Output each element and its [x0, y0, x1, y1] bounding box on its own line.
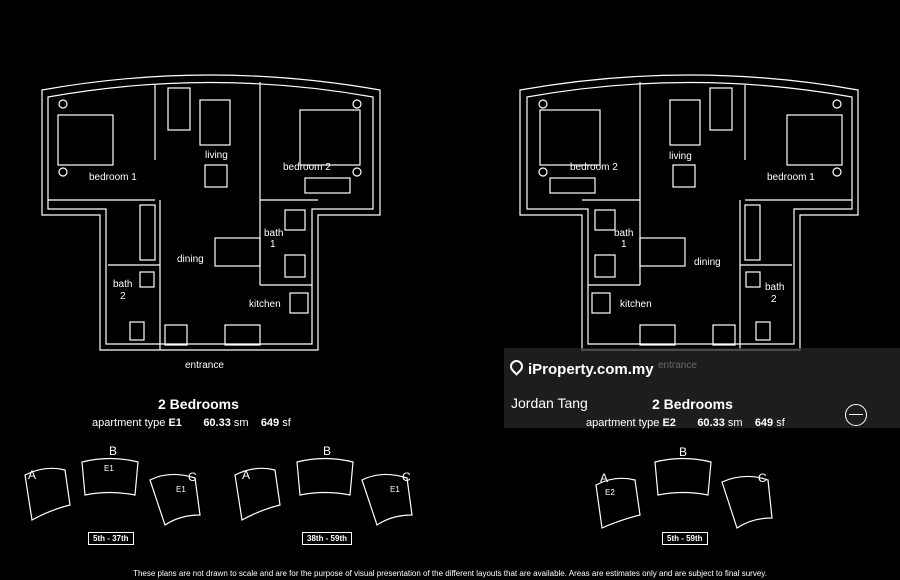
- unit-tag: E1: [390, 485, 400, 494]
- left-type-prefix: apartment type: [92, 417, 166, 429]
- right-sm-unit: sm: [727, 417, 743, 429]
- left-label-bedroom-2: bedroom 2: [283, 162, 331, 173]
- unit-tag: E1: [176, 485, 186, 494]
- wing-label: A: [600, 471, 608, 485]
- left-plan-outline: [41, 74, 381, 351]
- location-pin-icon: [507, 357, 526, 376]
- right-label-bath-2-b: 2: [771, 294, 777, 305]
- left-sm-value: 60.33: [203, 417, 231, 429]
- right-sf-unit: sf: [776, 417, 785, 429]
- wing-label: C: [758, 471, 767, 485]
- right-label-kitchen: kitchen: [620, 299, 652, 310]
- left-label-entrance: entrance: [185, 360, 224, 371]
- left-label-kitchen: kitchen: [249, 299, 281, 310]
- right-label-bedroom-2: bedroom 2: [570, 162, 618, 173]
- wing-label: C: [402, 470, 411, 484]
- left-sf-unit: sf: [282, 417, 291, 429]
- watermark-overlay: [504, 348, 900, 428]
- iproperty-logo: iProperty.com.my: [507, 357, 654, 378]
- right-plan-outline: [519, 74, 859, 351]
- left-plan-spec: apartment type E1 60.33 sm 649 sf: [92, 417, 291, 429]
- wing-label: B: [323, 444, 331, 458]
- wing-label: A: [242, 468, 250, 482]
- left-sf-value: 649: [260, 417, 280, 429]
- left-type-code: E1: [168, 417, 182, 429]
- right-label-living: living: [669, 151, 692, 162]
- right-plan-title: 2 Bedrooms: [652, 396, 733, 412]
- unit-tag: E2: [605, 488, 615, 497]
- right-label-bath-1-a: bath: [614, 228, 633, 239]
- left-label-living: living: [205, 150, 228, 161]
- left-label-bath-2-b: 2: [120, 291, 126, 302]
- key-plan-left-2: [234, 457, 413, 526]
- right-sm-value: 60.33: [697, 417, 725, 429]
- floor-range-badge: 38th - 59th: [302, 532, 353, 545]
- left-label-bath-2-a: bath: [113, 279, 132, 290]
- wing-label: B: [109, 444, 117, 458]
- left-sm-unit: sm: [233, 417, 249, 429]
- right-type-prefix: apartment type: [586, 417, 660, 429]
- left-label-bedroom-1: bedroom 1: [89, 172, 137, 183]
- key-plan-left-1: [24, 457, 201, 526]
- right-plan-spec: apartment type E2 60.33 sm 649 sf: [586, 417, 785, 429]
- brand-name: iProperty.com.my: [528, 361, 654, 378]
- right-type-code: E2: [662, 417, 676, 429]
- wing-label: A: [28, 468, 36, 482]
- right-sf-value: 649: [754, 417, 774, 429]
- left-label-bath-1-b: 1: [270, 239, 276, 250]
- wing-label: C: [188, 470, 197, 484]
- key-plan-right: [595, 457, 773, 529]
- right-label-bath-1-b: 1: [621, 239, 627, 250]
- floor-range-badge: 5th - 37th: [88, 532, 134, 545]
- left-label-bath-1-a: bath: [264, 228, 283, 239]
- unit-tag: E1: [104, 464, 114, 473]
- floor-range-badge: 5th - 59th: [662, 532, 708, 545]
- agent-name: Jordan Tang: [511, 395, 588, 411]
- wing-label: B: [679, 445, 687, 459]
- right-label-bedroom-1: bedroom 1: [767, 172, 815, 183]
- disclaimer-footer: These plans are not drawn to scale and a…: [133, 569, 767, 578]
- compass-icon: [845, 404, 867, 426]
- left-label-dining: dining: [177, 254, 204, 265]
- right-label-dining: dining: [694, 257, 721, 268]
- right-label-bath-2-a: bath: [765, 282, 784, 293]
- left-plan-title: 2 Bedrooms: [158, 396, 239, 412]
